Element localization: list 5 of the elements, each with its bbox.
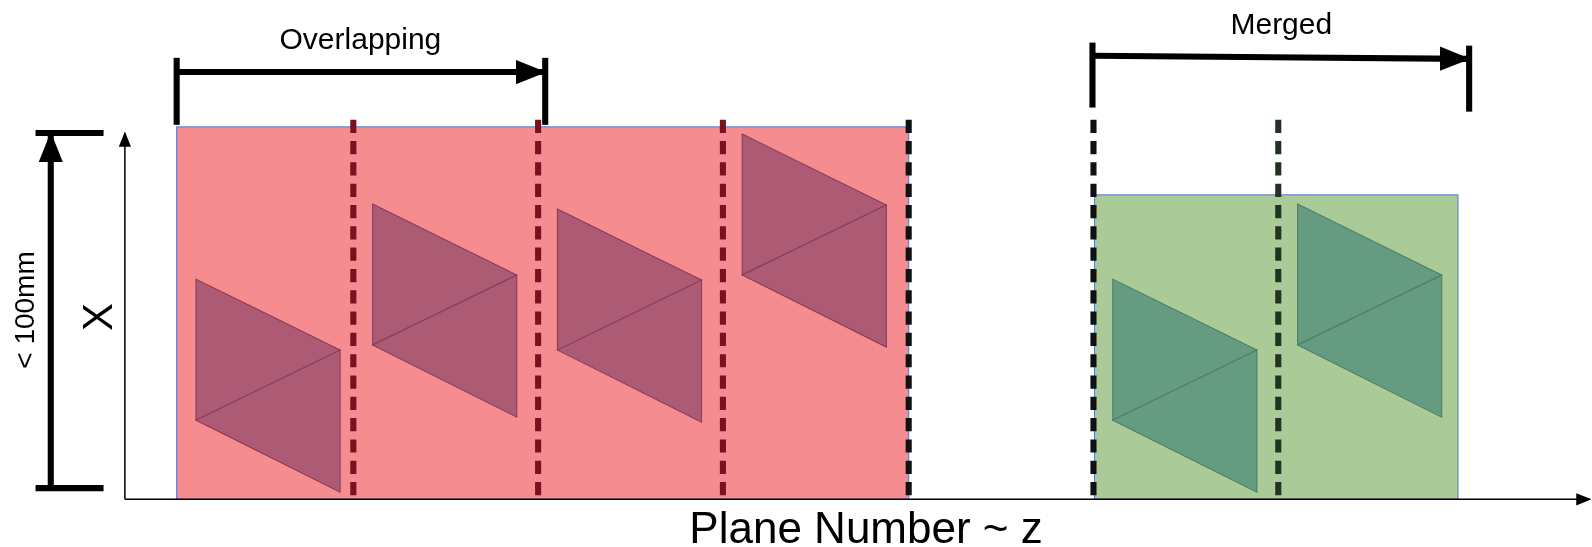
dimension-label: < 100mm [11, 250, 40, 369]
axis-label: Plane Number ~ z [689, 505, 1043, 547]
dimension-label: Overlapping [279, 23, 442, 54]
axis-label: X [77, 302, 120, 331]
dimension-label: Merged [1230, 9, 1333, 40]
